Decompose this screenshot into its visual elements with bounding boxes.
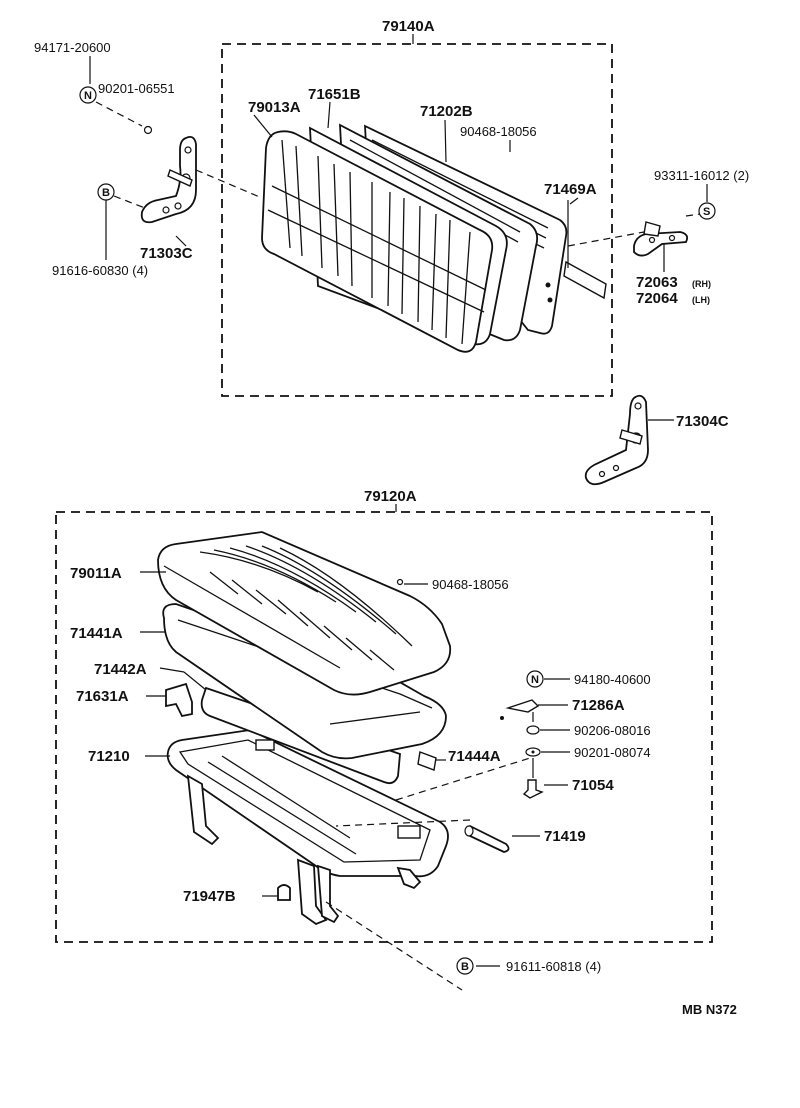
label-72063: 72063	[636, 274, 678, 291]
leaders-upper	[89, 56, 708, 421]
label-71444A: 71444A	[448, 748, 501, 765]
cushion-frame	[166, 729, 449, 926]
label-79013A: 79013A	[248, 99, 301, 116]
cushion-pad	[162, 603, 447, 760]
label-90468-18056-lower: 90468-18056	[432, 577, 509, 592]
b-symbol-upper-text: B	[102, 187, 110, 199]
seat-cushion-assembly: 79120A	[55, 488, 713, 991]
label-94171-20600: 94171-20600	[34, 40, 111, 55]
leaders-lower	[140, 571, 570, 991]
b-symbol-lower-text: B	[461, 961, 469, 973]
label-71286A: 71286A	[572, 697, 625, 714]
labels-lower: 79011A 90468-18056 71441A 94180-40600 71…	[70, 565, 651, 975]
hinge-71304C	[584, 394, 649, 486]
label-71419: 71419	[544, 828, 586, 845]
label-79011A: 79011A	[70, 565, 122, 582]
clip-71631A	[165, 682, 193, 718]
small-parts-right: N	[277, 578, 544, 901]
label-71202B: 71202B	[420, 103, 473, 120]
cushion-cover-striped	[157, 531, 452, 696]
b-symbol-lower	[456, 957, 474, 975]
label-71631A: 71631A	[76, 688, 129, 705]
back-bar	[563, 200, 607, 300]
label-94180-40600: 94180-40600	[574, 672, 651, 687]
label-90468-18056-upper: 90468-18056	[460, 124, 537, 139]
label-72064-side: (LH)	[692, 295, 710, 305]
label-93311-16012: 93311-16012 (2)	[654, 168, 749, 183]
label-90206-08016: 90206-08016	[574, 723, 651, 738]
label-90201-06551: 90201-06551	[98, 81, 175, 96]
label-71947B: 71947B	[183, 888, 236, 905]
left-hinge-71303C	[140, 125, 197, 224]
label-91611-60818: 91611-60818 (4)	[506, 959, 601, 974]
label-71651B: 71651B	[308, 86, 361, 103]
label-71210: 71210	[88, 748, 130, 765]
s-symbol-text: S	[703, 206, 710, 218]
n-symbol-lower-text: N	[531, 674, 539, 686]
label-71442A: 71442A	[94, 661, 147, 678]
label-72063-side: (RH)	[692, 279, 711, 289]
n-symbol-upper-text: N	[84, 90, 92, 102]
seat-cushion-assembly-frame	[55, 511, 713, 943]
n-symbol-upper	[79, 86, 97, 104]
labels-upper: 94171-20600 N 90201-06551 79013A 71651B …	[34, 40, 749, 430]
label-79120A: 79120A	[364, 488, 417, 505]
label-91616-60830: 91616-60830 (4)	[52, 263, 148, 278]
diagram-code: MB N372	[682, 1002, 737, 1017]
n-symbol-lower	[526, 670, 544, 688]
right-hinge-72063	[633, 221, 689, 257]
s-symbol	[698, 202, 716, 220]
label-79140A: 79140A	[382, 18, 435, 35]
label-71303C: 71303C	[140, 245, 193, 262]
label-71469A: 71469A	[544, 181, 597, 198]
label-90201-08074: 90201-08074	[574, 745, 651, 760]
label-72064: 72064	[636, 290, 678, 307]
back-cover-striped	[261, 130, 494, 353]
seat-back-assembly-frame	[221, 43, 613, 397]
label-71304C: 71304C	[676, 413, 729, 430]
b-symbol-upper	[97, 183, 115, 201]
label-71441A: 71441A	[70, 625, 123, 642]
label-71054: 71054	[572, 777, 614, 794]
seat-back-assembly: 79140A	[221, 18, 613, 397]
